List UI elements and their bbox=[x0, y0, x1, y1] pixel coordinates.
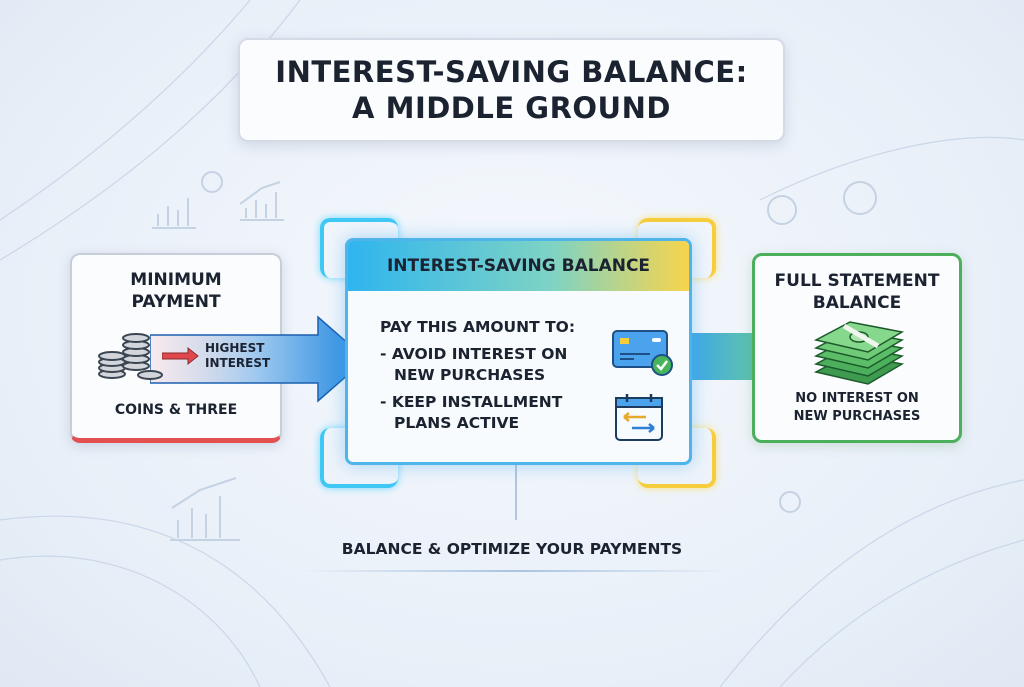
benefit-line: NEW PURCHASES bbox=[394, 366, 546, 384]
title-line: PAYMENT bbox=[131, 292, 221, 312]
highest-interest-label: HIGHEST INTEREST bbox=[205, 341, 270, 371]
full-statement-title: FULL STATEMENT BALANCE bbox=[755, 270, 959, 314]
corner-bracket bbox=[320, 428, 398, 488]
center-card-header: INTEREST-SAVING BALANCE bbox=[348, 241, 689, 291]
minimum-payment-title: MINIMUM PAYMENT bbox=[72, 269, 280, 313]
coin-stack-icon bbox=[98, 333, 163, 380]
corner-bracket bbox=[320, 218, 398, 278]
footer-tagline: BALANCE & OPTIMIZE YOUR PAYMENTS bbox=[341, 540, 683, 558]
title-line: FULL STATEMENT bbox=[774, 271, 940, 291]
footer-divider bbox=[300, 570, 730, 572]
red-arrow-icon bbox=[162, 346, 199, 366]
benefit-line: - KEEP INSTALLMENT bbox=[380, 393, 563, 411]
benefit-line: - AVOID INTEREST ON bbox=[380, 345, 568, 363]
title-box: INTEREST-SAVING BALANCE: A MIDDLE GROUND bbox=[238, 38, 785, 142]
center-intro: PAY THIS AMOUNT TO: bbox=[380, 318, 576, 336]
calendar-transfer-icon bbox=[615, 394, 663, 441]
footer-line: NEW PURCHASES bbox=[793, 409, 921, 424]
label-line: HIGHEST bbox=[205, 341, 265, 355]
credit-card-check-icon bbox=[612, 330, 673, 376]
footer-line: NO INTEREST ON bbox=[795, 391, 919, 406]
corner-bracket bbox=[638, 218, 716, 278]
full-statement-footer: NO INTEREST ON NEW PURCHASES bbox=[755, 390, 959, 426]
benefit-item: - KEEP INSTALLMENT PLANS ACTIVE bbox=[380, 392, 689, 434]
corner-bracket bbox=[638, 428, 716, 488]
bar-chart-icon bbox=[152, 181, 284, 541]
benefit-line: PLANS ACTIVE bbox=[394, 414, 520, 432]
title-line-1: INTEREST-SAVING BALANCE: bbox=[275, 55, 748, 89]
cash-stack-icon bbox=[813, 321, 905, 385]
title-line: BALANCE bbox=[812, 293, 902, 313]
title-line-2: A MIDDLE GROUND bbox=[352, 91, 671, 125]
dollar-coin-icon bbox=[201, 171, 877, 513]
benefit-item: - AVOID INTEREST ON NEW PURCHASES bbox=[380, 344, 689, 386]
label-line: INTEREST bbox=[205, 356, 271, 370]
title-line: MINIMUM bbox=[130, 270, 222, 290]
minimum-payment-footer: COINS & THREE bbox=[114, 402, 238, 418]
blue-arrow-icon bbox=[150, 315, 368, 403]
